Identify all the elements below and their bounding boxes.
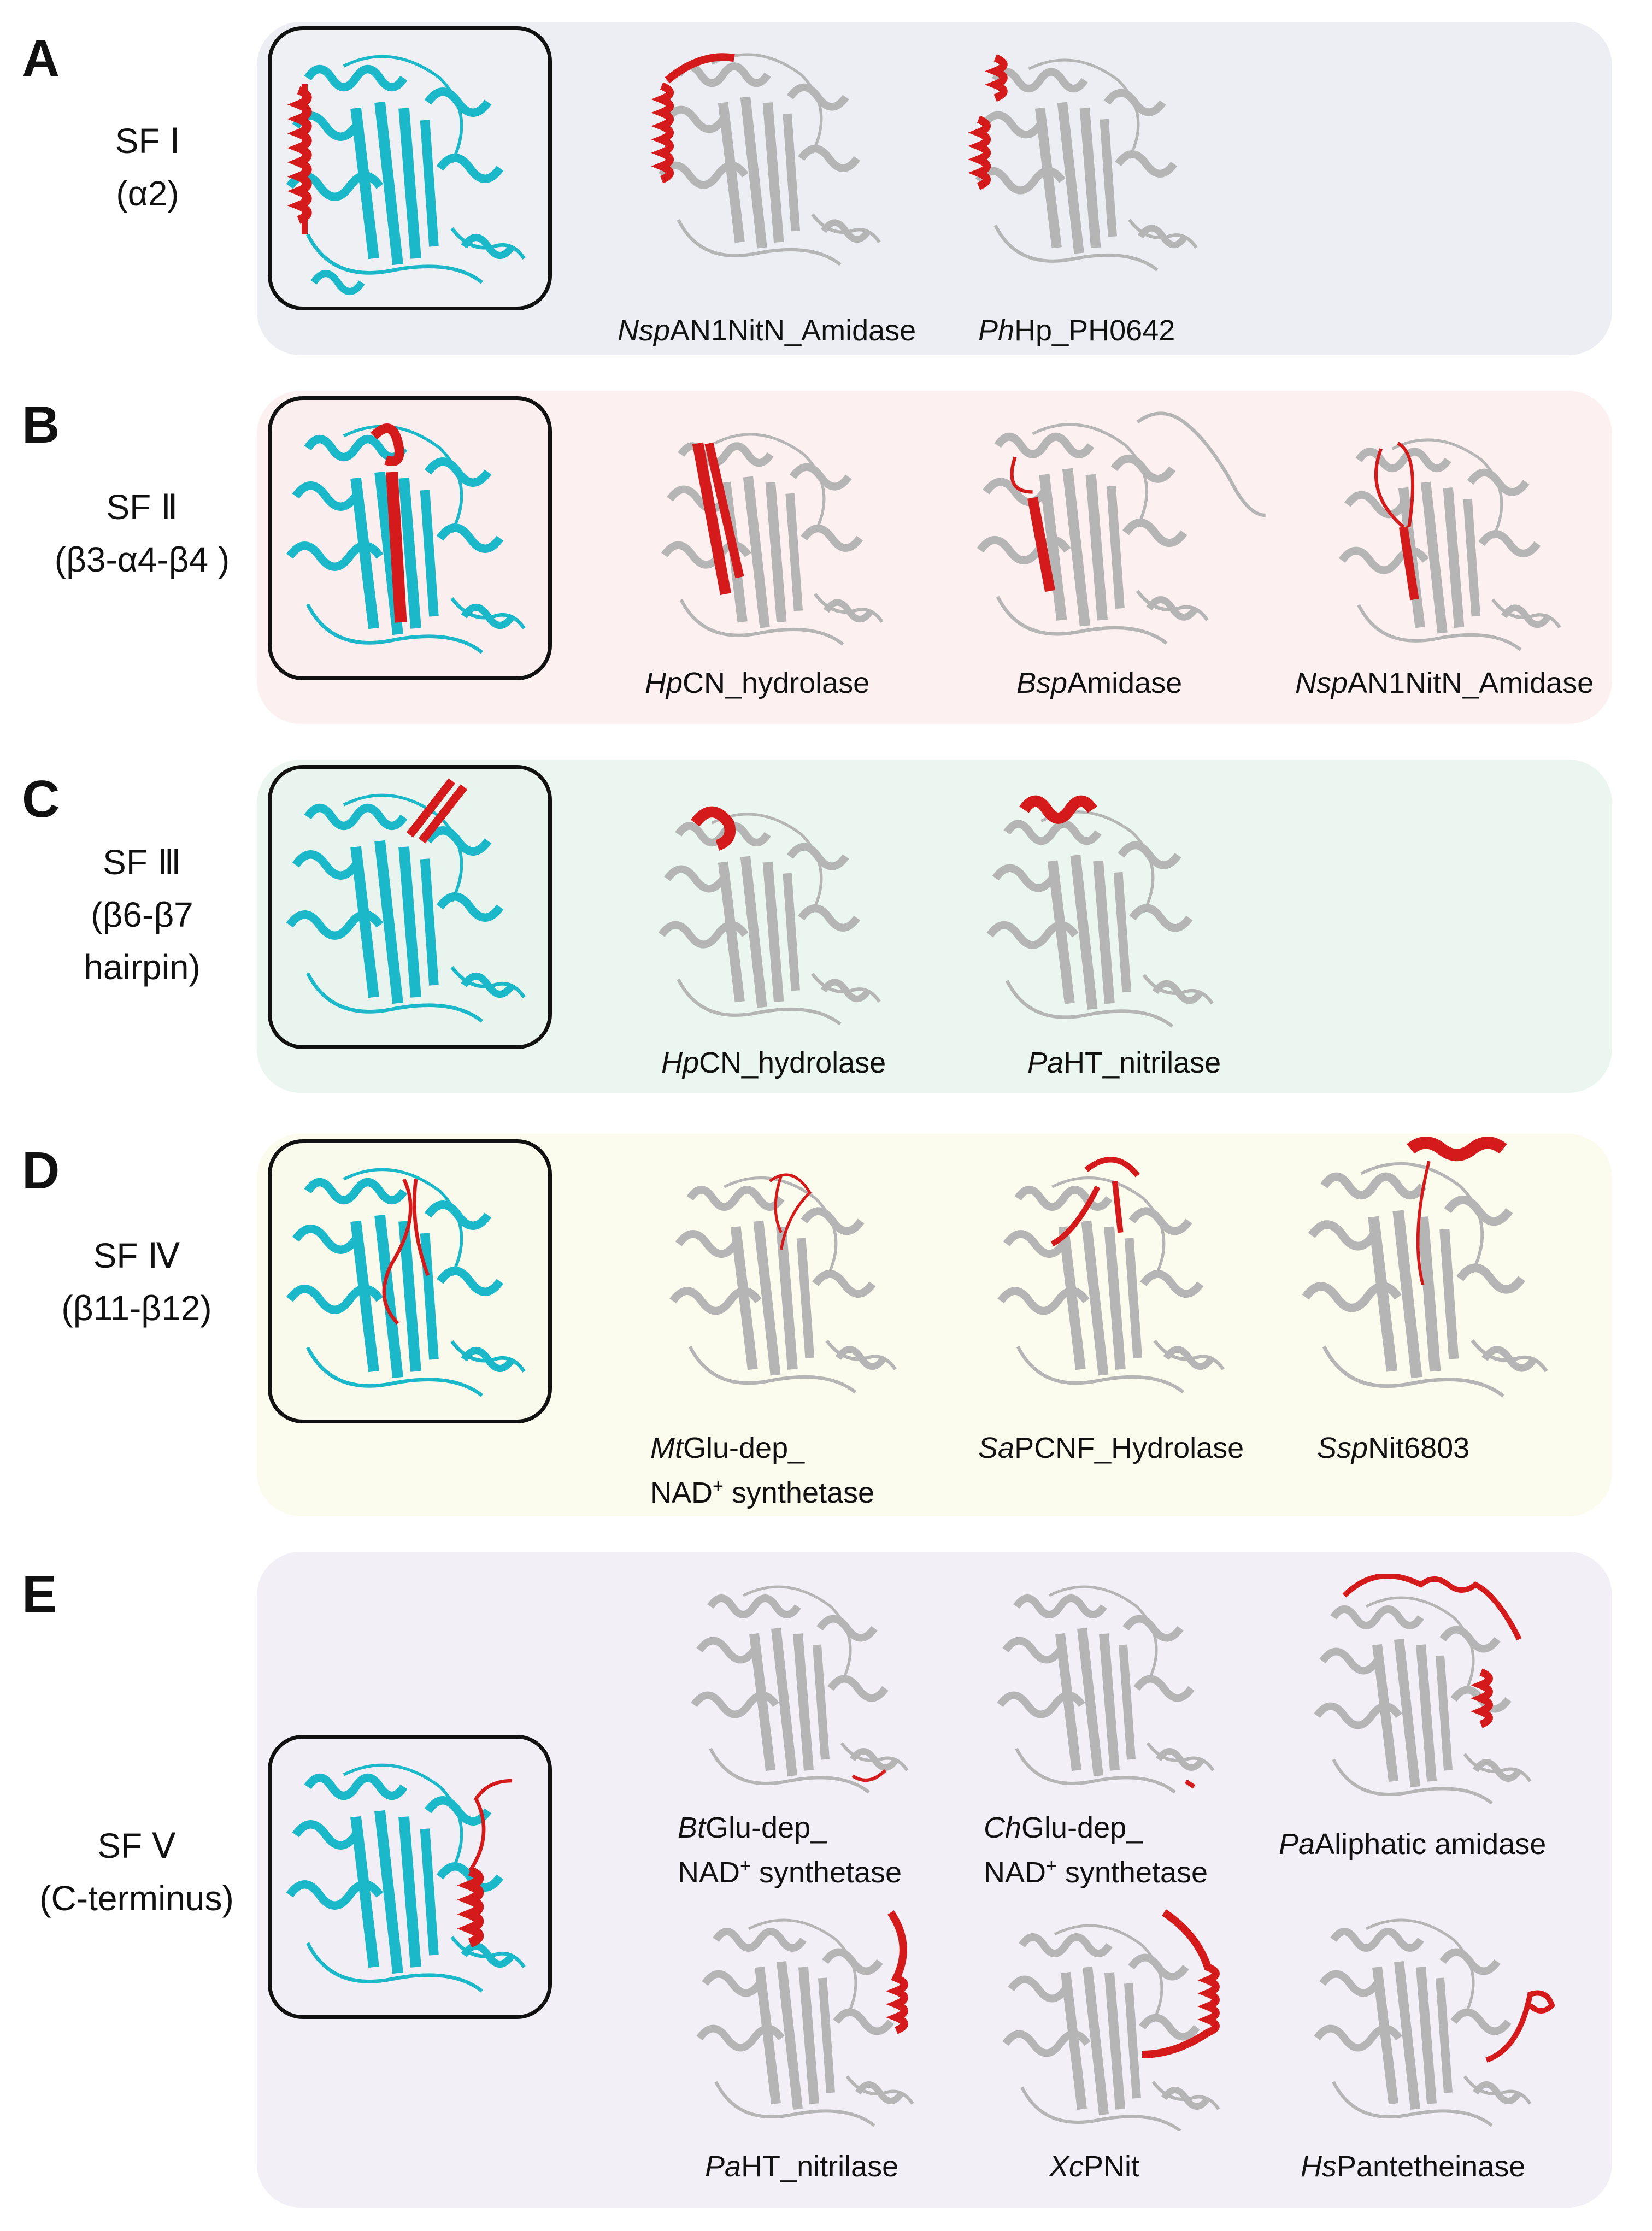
structure-c-1 — [645, 787, 902, 1049]
structure-e-1 — [672, 1563, 934, 1803]
structure-d-1 — [656, 1147, 918, 1432]
protein-label-b-1: HpCN_hydrolase — [645, 667, 870, 699]
protein-label-e-2: ChGlu-dep_ NAD+ synthetase — [984, 1811, 1208, 1889]
reference-structure-a — [268, 26, 552, 310]
protein-label-d-3: SspNit6803 — [1317, 1432, 1470, 1464]
structure-e-5 — [978, 1902, 1262, 2131]
protein-label-d-2: SaPCNF_Hydrolase — [978, 1432, 1244, 1464]
structure-b-2 — [962, 399, 1290, 667]
sf-label-a: SF Ⅰ(α2) — [115, 121, 180, 213]
structure-b-3 — [1312, 415, 1596, 672]
structure-e-2 — [978, 1563, 1241, 1803]
structure-a-2 — [962, 27, 1219, 301]
structure-a-1 — [645, 27, 902, 290]
protein-label-e-4: PaHT_nitrilase — [705, 2150, 899, 2183]
protein-label-a-1: NspAN1NitN_Amidase — [618, 314, 916, 347]
reference-structure-c — [268, 765, 552, 1049]
panel-letter-d: D — [22, 1141, 60, 1200]
protein-label-b-2: BspAmidase — [1016, 667, 1183, 699]
protein-label-e-3: PaAliphatic amidase — [1279, 1828, 1547, 1861]
reference-structure-e — [268, 1735, 552, 2019]
structure-c-2 — [967, 787, 1241, 1049]
protein-label-e-6: HsPantetheinase — [1301, 2150, 1526, 2183]
panel-letter-c: C — [22, 770, 60, 828]
structure-e-3 — [1290, 1574, 1574, 1809]
panel-letter-b: B — [22, 396, 60, 454]
protein-label-b-3: NspAN1NitN_Amidase — [1295, 667, 1594, 699]
reference-structure-d — [268, 1139, 552, 1423]
protein-label-e-1: BtGlu-dep_ NAD+ synthetase — [678, 1811, 902, 1889]
structure-d-2 — [984, 1147, 1246, 1432]
reference-structure-b — [268, 396, 552, 680]
sf-label-d: SF Ⅳ(β11-β12) — [61, 1236, 212, 1328]
structure-e-4 — [672, 1896, 956, 2131]
structure-b-1 — [639, 410, 913, 667]
protein-label-d-1: MtGlu-dep_ NAD+ synthetase — [650, 1432, 875, 1509]
panel-letter-a: A — [22, 30, 60, 88]
protein-label-a-2: PhHp_PH0642 — [978, 314, 1175, 347]
protein-label-e-5: XcPNit — [1049, 2150, 1140, 2183]
structure-d-3 — [1284, 1137, 1574, 1421]
sf-label-b: SF Ⅱ(β3-α4-β4 ) — [54, 487, 230, 579]
panel-letter-e: E — [22, 1565, 57, 1623]
protein-label-c-1: HpCN_hydrolase — [661, 1046, 886, 1079]
structure-e-6 — [1290, 1896, 1574, 2131]
protein-label-c-2: PaHT_nitrilase — [1027, 1046, 1221, 1079]
sf-label-e: SF Ⅴ(C-terminus) — [39, 1826, 234, 1918]
